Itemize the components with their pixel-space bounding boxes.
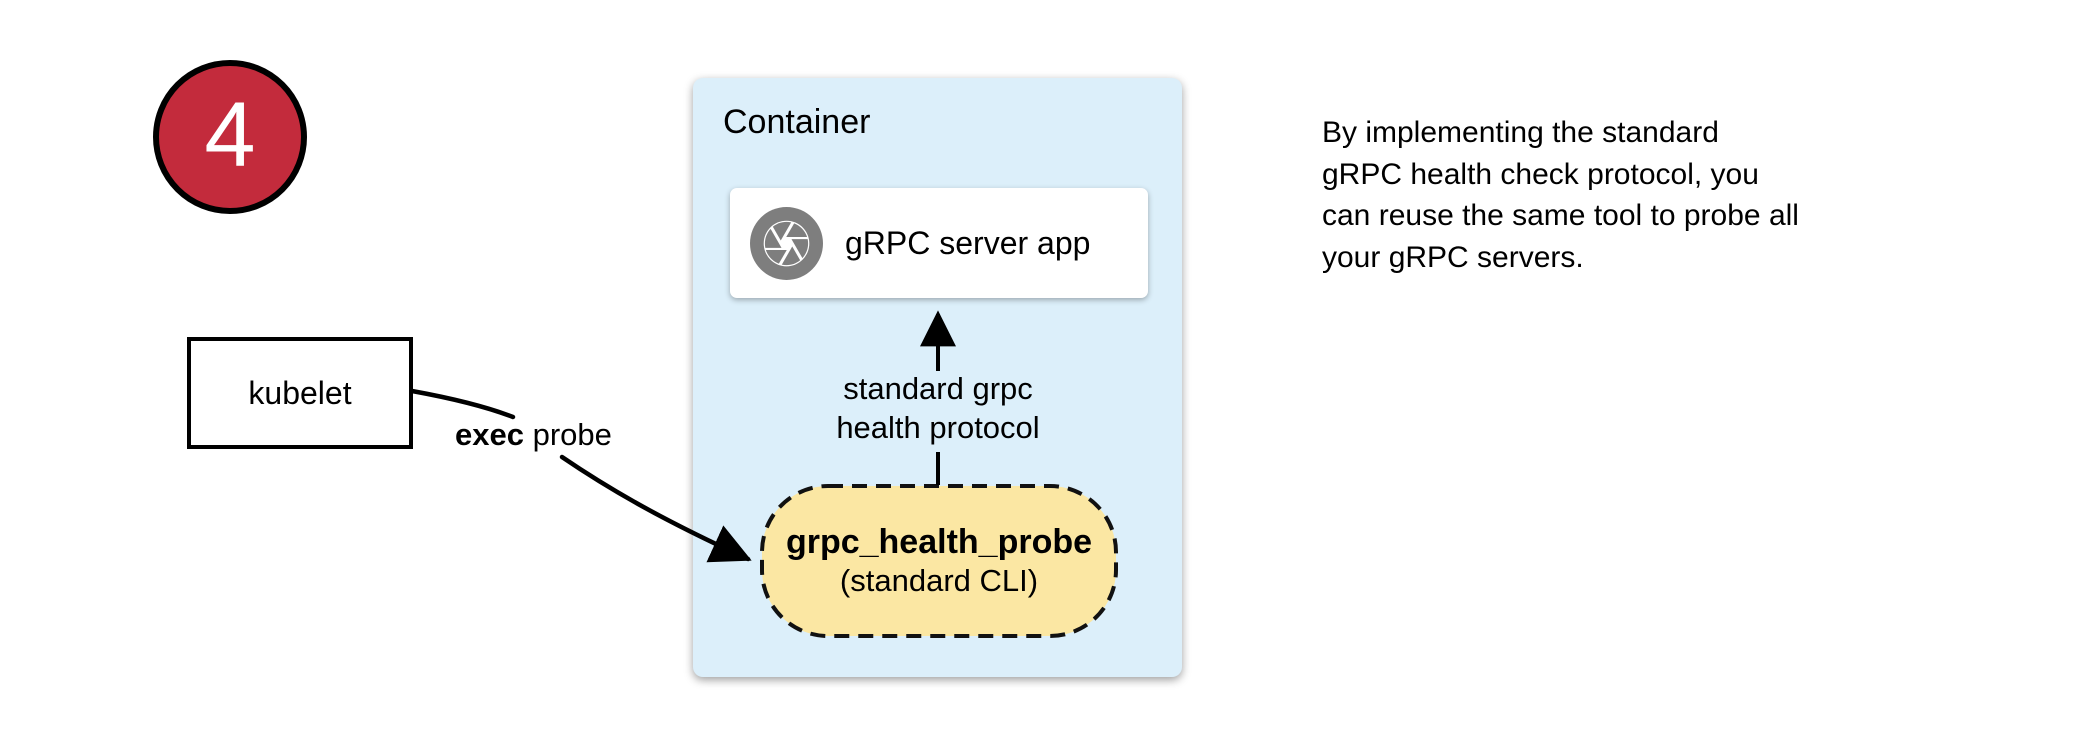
note-line: your gRPC servers. [1322, 240, 1584, 274]
step-badge: 4 [153, 60, 307, 214]
note-line: By implementing the standard [1322, 116, 1719, 149]
note-line: can reuse the same tool to probe all [1322, 199, 1799, 232]
step-number: 4 [204, 84, 256, 186]
kubelet-box: kubelet [187, 337, 413, 449]
health-protocol-line1: standard grpc [843, 371, 1033, 406]
kubelet-label: kubelet [248, 374, 352, 411]
exec-probe-label-bold: exec [455, 417, 524, 452]
exec-probe-label: exec probe [455, 417, 612, 453]
grpc-server-label: gRPC server app [845, 224, 1091, 261]
grpc-health-probe-subtitle: (standard CLI) [839, 563, 1039, 598]
exec-probe-arrow-segment1 [409, 388, 516, 420]
grpc-health-probe-box: grpc_health_probe (standard CLI) [762, 486, 1116, 636]
aperture-icon [750, 206, 823, 280]
grpc-server-box: gRPC server app [730, 188, 1148, 298]
health-protocol-line2: health protocol [836, 410, 1040, 445]
grpc-health-probe-title: grpc_health_probe [785, 523, 1093, 561]
exec-probe-label-rest: probe [523, 417, 612, 452]
note-line: gRPC health check protocol, you [1322, 157, 1759, 191]
health-protocol-label: standard grpc health protocol [818, 369, 1058, 447]
container-title: Container [723, 103, 871, 141]
note-text: By implementing the standard gRPC health… [1322, 112, 1922, 278]
